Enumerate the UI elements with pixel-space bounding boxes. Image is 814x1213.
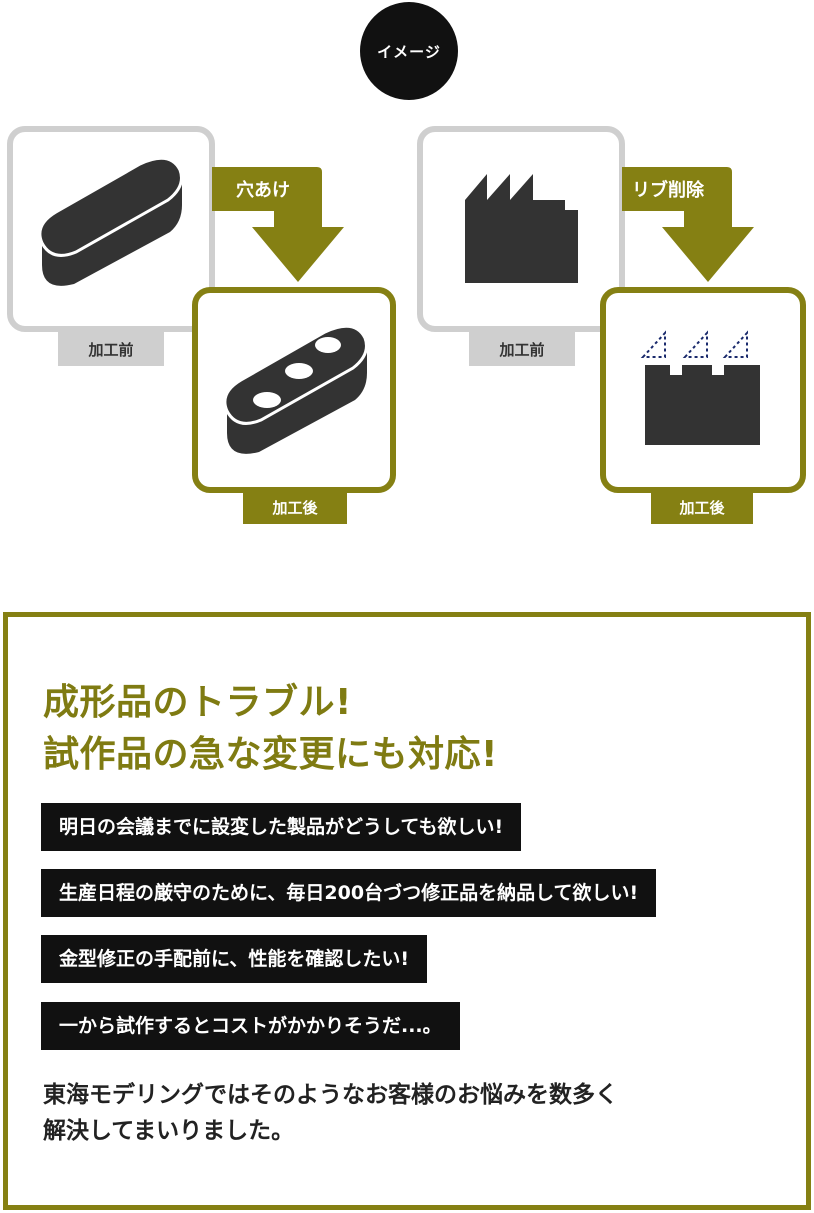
message-panel: 成形品のトラブル! 試作品の急な変更にも対応! 明日の会議までに設変した製品がど… (3, 612, 811, 1210)
problem-bar: 一から試作するとコストがかかりそうだ...。 (41, 1002, 460, 1050)
before-tag-right: 加工前 (469, 330, 575, 366)
headline-line: 成形品のトラブル! (43, 682, 352, 723)
problem-bar: 金型修正の手配前に、性能を確認したい! (41, 935, 428, 983)
image-badge: イメージ (360, 2, 458, 100)
arrow-right-down-icon (622, 167, 754, 282)
closing-text: 東海モデリングではそのようなお客様のお悩みを数多く 解決してまいりました。 (43, 1077, 783, 1149)
arrow-right-down-icon (212, 167, 344, 282)
headline: 成形品のトラブル! 試作品の急な変更にも対応! (43, 677, 498, 781)
closing-line: 解決してまいりました。 (43, 1118, 295, 1144)
after-tag-right: 加工後 (651, 488, 753, 524)
process-label-right: リブ削除 (632, 180, 704, 201)
after-box-right (600, 287, 806, 493)
oblong-block-with-holes-icon (223, 324, 368, 454)
after-tag-left: 加工後 (243, 488, 347, 524)
block-ribs-removed-icon (640, 330, 760, 445)
before-tag-left: 加工前 (58, 330, 164, 366)
problem-bar: 明日の会議までに設変した製品がどうしても欲しい! (41, 803, 522, 851)
process-label-left: 穴あけ (236, 180, 290, 201)
closing-line: 東海モデリングではそのようなお客様のお悩みを数多く (43, 1082, 618, 1108)
ribbed-block-icon (465, 174, 578, 283)
headline-line: 試作品の急な変更にも対応! (43, 734, 498, 775)
problem-bar: 生産日程の厳守のために、毎日200台づつ修正品を納品して欲しい! (41, 869, 657, 917)
oblong-block-icon (38, 156, 183, 286)
